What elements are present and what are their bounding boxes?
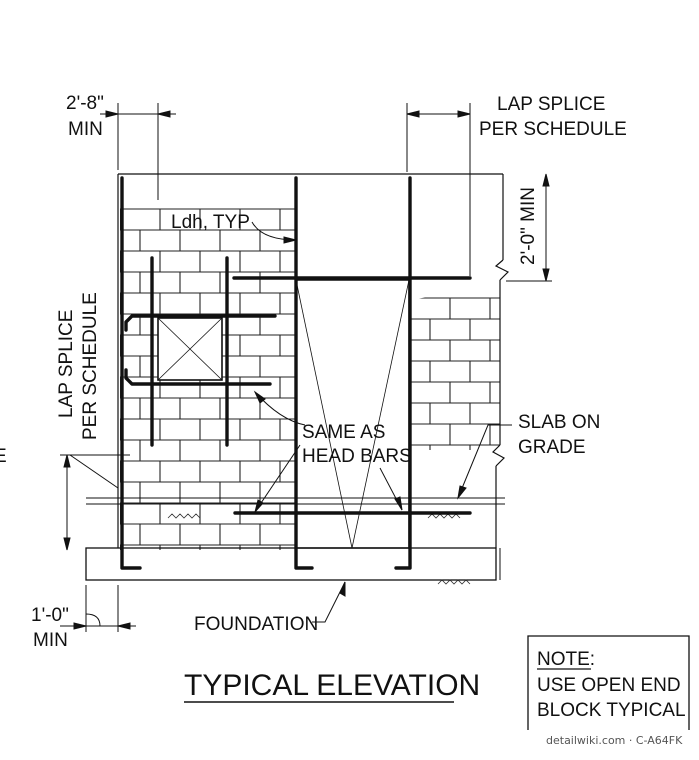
- label-lap-splice-left-2: PER SCHEDULE: [80, 292, 101, 440]
- label-same-as-2: HEAD BARS: [302, 446, 412, 467]
- label-lap-splice-left-1: LAP SPLICE: [56, 310, 77, 418]
- dimension-lines: [60, 103, 552, 632]
- label-slab-2: GRADE: [518, 437, 586, 458]
- wall-outline: [117, 173, 510, 548]
- label-foundation: FOUNDATION: [194, 614, 318, 635]
- label-dim-bottom-min: MIN: [33, 630, 68, 651]
- note-heading: NOTE:: [537, 649, 595, 670]
- label-lap-splice-top-1: LAP SPLICE: [497, 94, 605, 115]
- note-line-2: BLOCK TYPICAL: [537, 700, 686, 721]
- label-dim-right-vertical: 2'-0" MIN: [518, 187, 539, 265]
- note-box: NOTE: USE OPEN END BLOCK TYPICAL: [527, 635, 690, 730]
- door-opening: [295, 279, 410, 549]
- note-line-1: USE OPEN END: [537, 675, 681, 696]
- label-lap-splice-top-2: PER SCHEDULE: [479, 119, 627, 140]
- masonry-block-pattern-right: [410, 297, 500, 450]
- label-slab-1: SLAB ON: [518, 412, 600, 433]
- drawing-title: TYPICAL ELEVATION: [184, 669, 480, 702]
- soil-hatch: [167, 513, 471, 585]
- window-opening: [157, 317, 223, 381]
- annotation-labels: 2'-8" MIN LAP SPLICE PER SCHEDULE 2'-0" …: [0, 93, 627, 703]
- label-cut-off-left: E: [0, 446, 7, 467]
- label-dim-bottom-value: 1'-0": [31, 605, 69, 626]
- label-ldh-typ: Ldh, TYP: [171, 212, 250, 233]
- reinforcing-bars: [120, 176, 472, 570]
- label-dim-top-left-min: MIN: [68, 119, 103, 140]
- label-dim-top-left-value: 2'-8": [66, 93, 104, 114]
- label-same-as-1: SAME AS: [302, 422, 385, 443]
- watermark: detailwiki.com · C-A64FK: [546, 734, 683, 747]
